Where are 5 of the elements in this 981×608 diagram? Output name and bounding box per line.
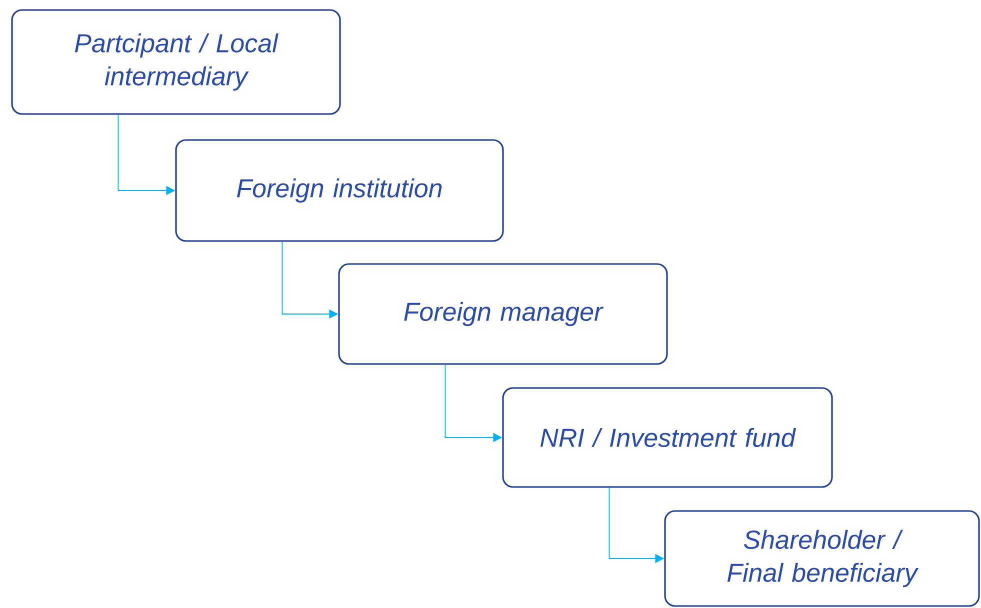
process-box: Partcipant / Local intermediary <box>11 9 341 115</box>
process-box: Foreign manager <box>338 263 668 365</box>
process-box: Shareholder / Final beneficiary <box>664 510 980 607</box>
process-box: NRI / Investment fund <box>502 387 833 488</box>
process-box: Foreign institution <box>175 139 504 242</box>
